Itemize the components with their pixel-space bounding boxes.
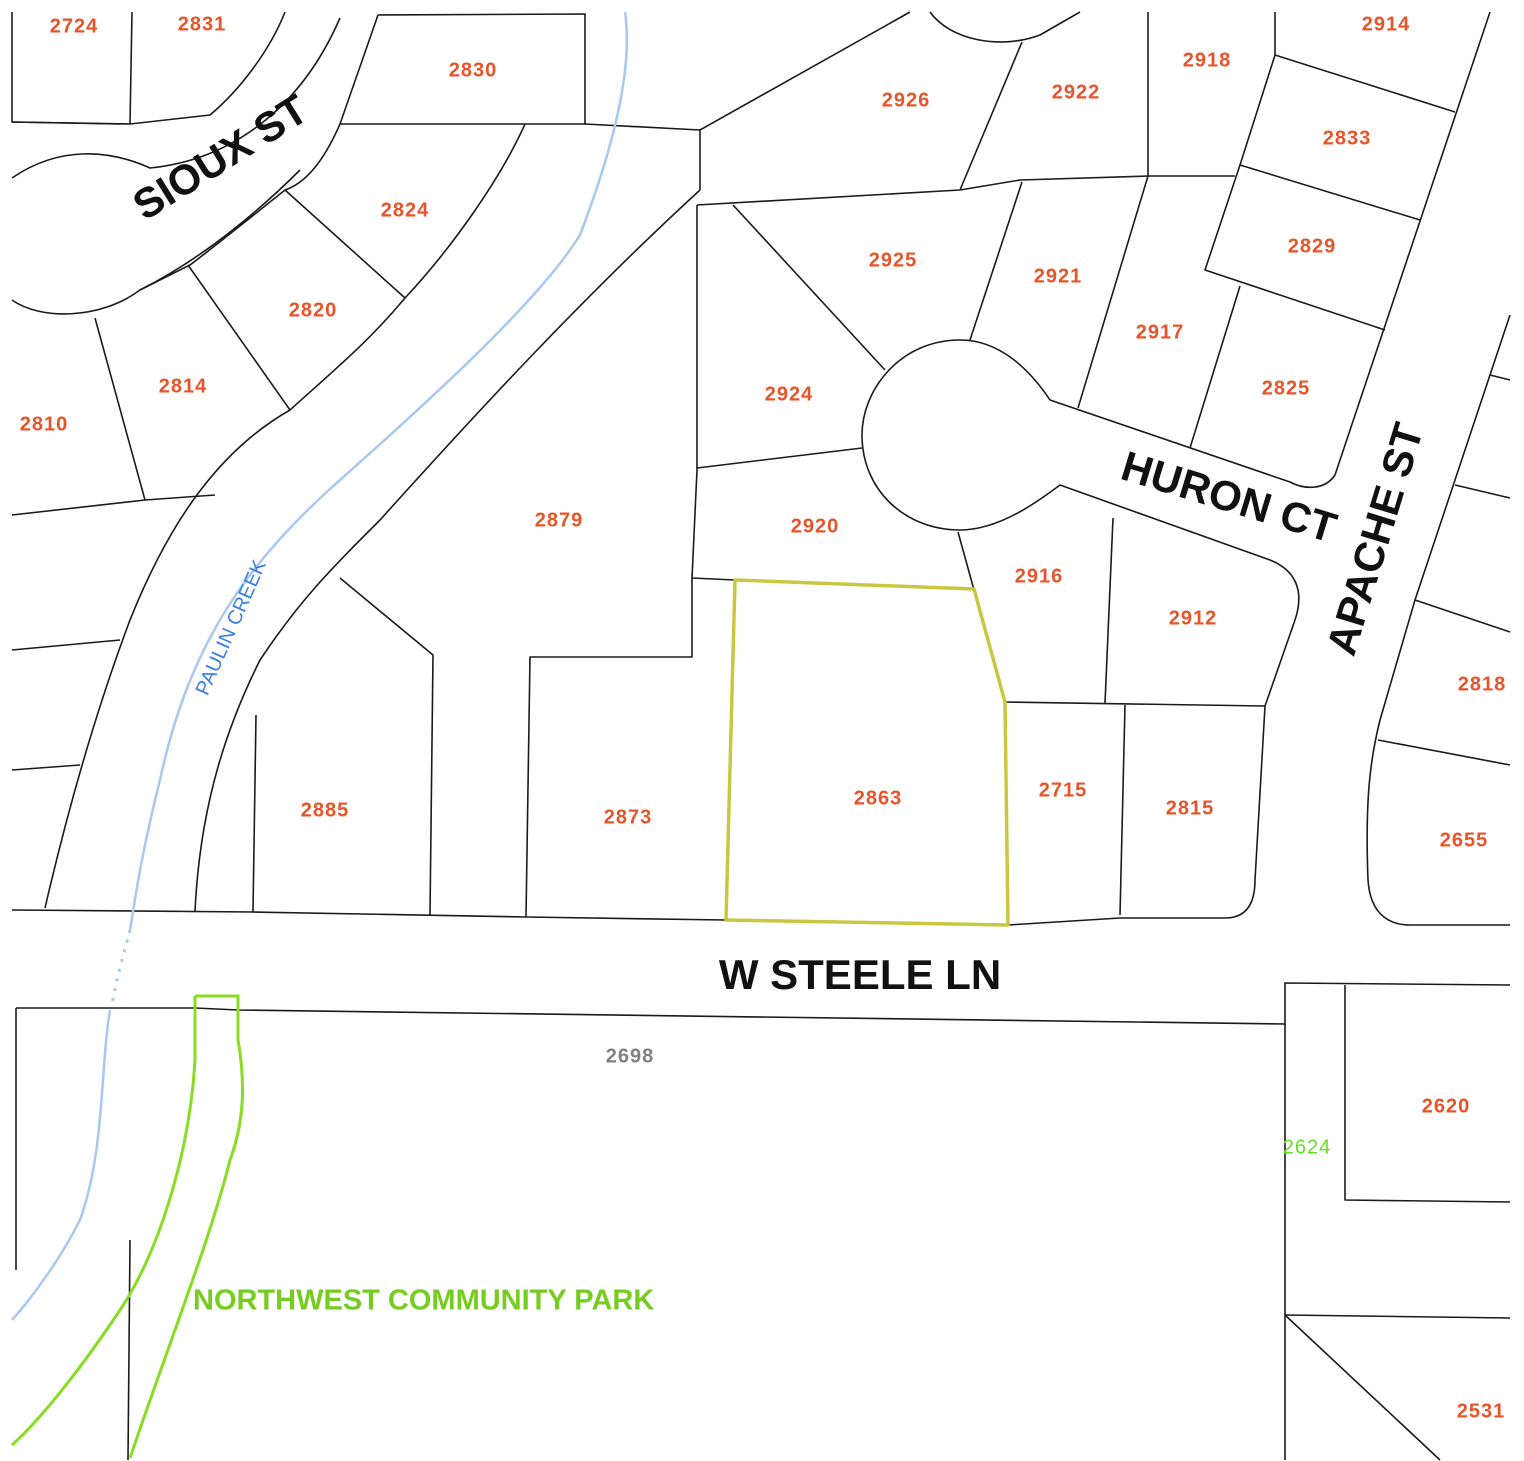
parcel-label[interactable]: 2916 xyxy=(1015,565,1064,587)
parcel-label[interactable]: 2624 xyxy=(1283,1136,1332,1158)
paulin-creek-dotted xyxy=(110,929,132,1006)
parcel-label[interactable]: 2918 xyxy=(1183,49,1232,71)
parcel-label[interactable]: 2914 xyxy=(1362,13,1411,35)
parcel-label[interactable]: 2820 xyxy=(289,299,338,321)
street-label-apache: APACHE ST xyxy=(1317,417,1432,660)
parcel-lines xyxy=(11,11,1511,1461)
parcel-label[interactable]: 2833 xyxy=(1323,127,1372,149)
parcel-label[interactable]: 2917 xyxy=(1136,321,1185,343)
parcel-label[interactable]: 2925 xyxy=(869,249,918,271)
parcel-label[interactable]: 2920 xyxy=(791,515,840,537)
park-boundary-west xyxy=(11,996,197,1447)
parcel-label[interactable]: 2830 xyxy=(449,59,498,81)
parcel-label[interactable]: 2698 xyxy=(606,1045,655,1067)
parcel-label[interactable]: 2879 xyxy=(535,509,584,531)
parcel-label[interactable]: 2818 xyxy=(1458,673,1507,695)
parcel-label[interactable]: 2831 xyxy=(178,13,227,35)
street-label-huron: HURON CT xyxy=(1116,442,1342,552)
parcel-label[interactable]: 2655 xyxy=(1440,829,1489,851)
street-label-steele: W STEELE LN xyxy=(719,951,1001,998)
parcel-label[interactable]: 2885 xyxy=(301,799,350,821)
parcel-label[interactable]: 2814 xyxy=(159,375,208,397)
parcel-label[interactable]: 2922 xyxy=(1052,81,1101,103)
parcel-label[interactable]: 2829 xyxy=(1288,235,1337,257)
parcel-label[interactable]: 2815 xyxy=(1166,797,1215,819)
parcel-label[interactable]: 2873 xyxy=(604,806,653,828)
parcel-label[interactable]: 2825 xyxy=(1262,377,1311,399)
park-label: NORTHWEST COMMUNITY PARK xyxy=(193,1285,654,1317)
paulin-creek xyxy=(128,11,629,931)
parcel-label-selected[interactable]: 2863 xyxy=(854,787,903,809)
parcel-labels: 2724 2831 2830 2824 2820 2814 2810 2879 … xyxy=(20,13,1507,1422)
park-boundary xyxy=(128,994,245,1459)
parcel-label[interactable]: 2724 xyxy=(50,15,99,37)
creek-label: PAULIN CREEK xyxy=(192,556,271,698)
paulin-creek-south xyxy=(11,1009,112,1321)
parcel-label[interactable]: 2620 xyxy=(1422,1095,1471,1117)
parcel-label[interactable]: 2531 xyxy=(1457,1400,1506,1422)
parcel-label[interactable]: 2924 xyxy=(765,383,814,405)
parcel-label[interactable]: 2810 xyxy=(20,413,69,435)
selected-parcel-outline[interactable] xyxy=(724,578,1010,927)
parcel-label[interactable]: 2926 xyxy=(882,89,931,111)
parcel-label[interactable]: 2921 xyxy=(1034,265,1083,287)
parcel-label[interactable]: 2715 xyxy=(1039,779,1088,801)
parcel-label[interactable]: 2824 xyxy=(381,199,430,221)
parcel-label[interactable]: 2912 xyxy=(1169,607,1218,629)
